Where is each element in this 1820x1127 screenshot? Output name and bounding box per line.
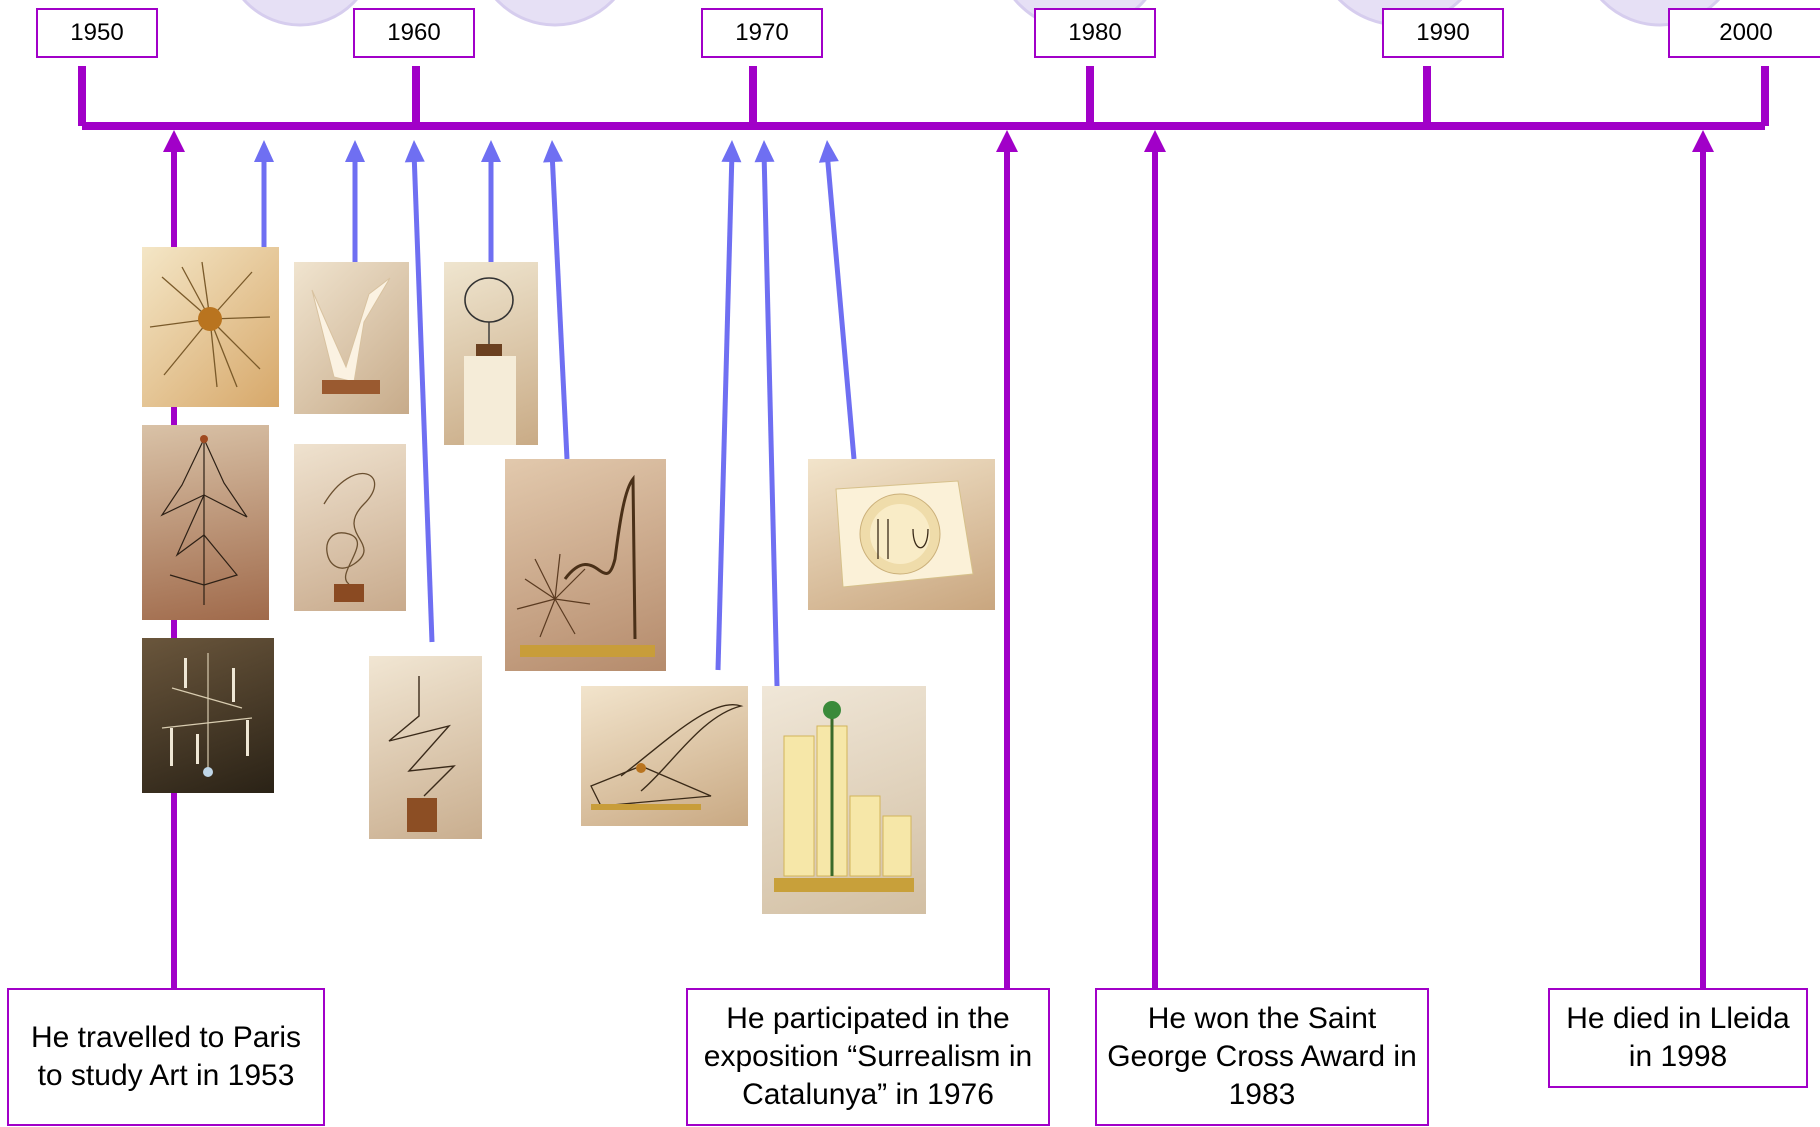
ring-wire-sculpture-photo [444, 262, 538, 445]
spiral-wheel-sculpture-photo [505, 459, 666, 671]
sunburst-mobile-photo [142, 247, 279, 407]
artwork-arrowhead-7 [818, 140, 839, 163]
event-text-saint-george: He won the Saint George Cross Award in 1… [1107, 1002, 1417, 1111]
artwork-connector-2 [411, 151, 435, 643]
dark-mobile-image [161, 653, 253, 777]
angular-wire-sculpture-photo [369, 656, 482, 839]
artwork-arrowhead-5 [721, 140, 742, 163]
year-label-1950: 1950 [36, 8, 158, 58]
hanging-wire-mobile-image [160, 435, 248, 605]
artwork-arrowhead-2 [404, 140, 425, 163]
event-box-death: He died in Lleida in 1998 [1548, 988, 1808, 1088]
artwork-arrowhead-0 [254, 140, 274, 162]
year-label-1970: 1970 [701, 8, 823, 58]
event-text-paris: He travelled to Paris to study Art in 19… [30, 1021, 302, 1092]
event-text-death: He died in Lleida in 1998 [1566, 1002, 1790, 1073]
background-circle-0 [242, 0, 358, 27]
year-label-2000: 2000 [1668, 8, 1820, 58]
abstract-v-sculpture-photo [294, 262, 409, 414]
sunburst-mobile-image [149, 261, 271, 388]
crescent-wire-sculpture-photo [581, 686, 748, 826]
dark-mobile-photo [142, 638, 274, 793]
year-label-1980: 1980 [1034, 8, 1156, 58]
block-frame-sculpture-photo [808, 459, 995, 610]
artwork-connector-7 [824, 151, 857, 460]
year-label-1990: 1990 [1382, 8, 1504, 58]
crescent-wire-sculpture-image [590, 704, 744, 810]
cup-tower-sculpture-image [774, 701, 914, 892]
event-text-surrealism: He participated in the exposition “Surre… [703, 1002, 1033, 1111]
artwork-arrowhead-4 [543, 140, 564, 163]
abstract-v-sculpture-image [311, 277, 391, 394]
year-label-1960: 1960 [353, 8, 475, 58]
event-arrowhead-2 [1144, 130, 1166, 152]
ring-wire-sculpture-image [464, 277, 516, 445]
angular-wire-sculpture-image [388, 676, 456, 832]
artwork-connector-6 [761, 151, 780, 687]
artwork-connector-5 [715, 151, 735, 671]
background-circle-1 [494, 0, 616, 27]
event-box-paris: He travelled to Paris to study Art in 19… [7, 988, 325, 1126]
artwork-arrowhead-3 [481, 140, 501, 162]
block-frame-sculpture-image [835, 480, 974, 588]
event-arrowhead-0 [163, 130, 185, 152]
event-box-saint-george: He won the Saint George Cross Award in 1… [1095, 988, 1429, 1126]
artwork-connector-4 [549, 151, 570, 460]
event-box-surrealism: He participated in the exposition “Surre… [686, 988, 1050, 1126]
event-arrowhead-3 [1692, 130, 1714, 152]
cup-tower-sculpture-photo [762, 686, 926, 914]
artwork-arrowhead-1 [345, 140, 365, 162]
hanging-wire-mobile-photo [142, 425, 269, 620]
scribble-wire-sculpture-photo [294, 444, 406, 611]
artwork-arrowhead-6 [754, 140, 775, 163]
scribble-wire-sculpture-image [323, 472, 376, 602]
event-arrowhead-1 [996, 130, 1018, 152]
spiral-wheel-sculpture-image [516, 474, 655, 657]
